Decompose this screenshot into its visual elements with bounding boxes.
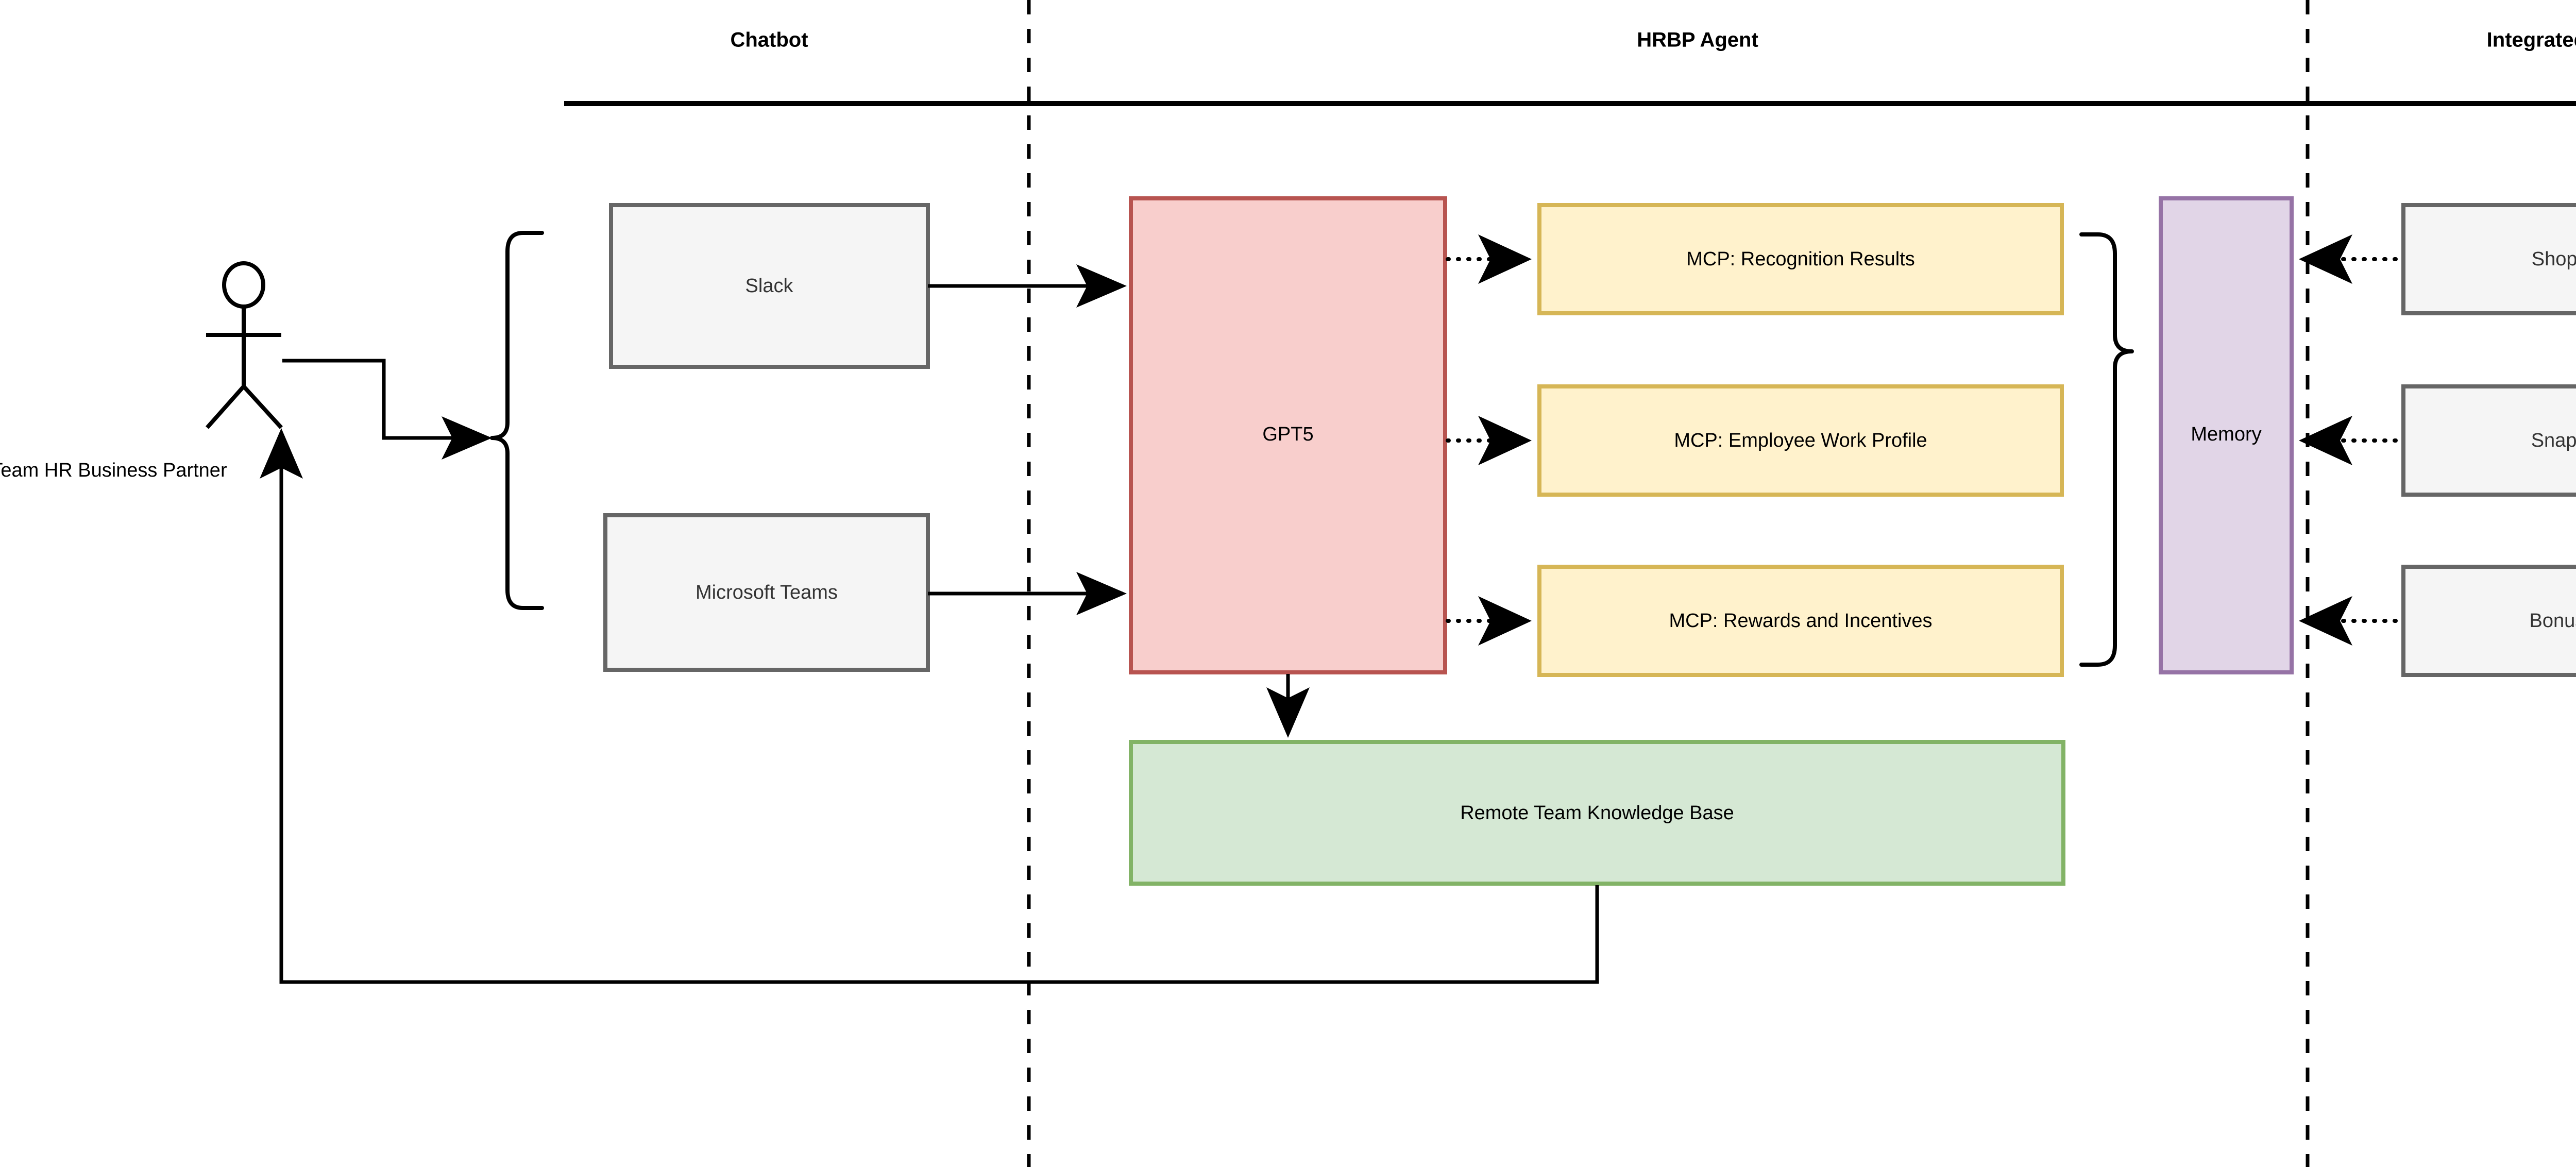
node-gpt5-label: GPT5 bbox=[1262, 424, 1313, 445]
node-microsoft-teams[interactable] bbox=[603, 513, 930, 672]
node-mcp-rewards-and-incentives-label: MCP: Rewards and Incentives bbox=[1669, 610, 1932, 632]
node-shopify-api-label: Shopify API bbox=[2532, 248, 2576, 270]
chatbot-group-brace bbox=[490, 231, 544, 610]
lane-title-integrated-platform: Integrated Platform bbox=[2487, 29, 2576, 52]
lane-title-chatbot: Chatbot bbox=[730, 29, 808, 52]
edge-knowledge-base-to-actor bbox=[260, 428, 1599, 984]
lane-title-hrbp-agent: HRBP Agent bbox=[1637, 29, 1758, 52]
node-memory-label: Memory bbox=[2191, 424, 2261, 445]
actor-label: Remote Team HR Business Partner bbox=[0, 460, 227, 481]
node-mcp-recognition-results-label: MCP: Recognition Results bbox=[1686, 248, 1915, 270]
node-mcp-employee-work-profile[interactable] bbox=[1537, 384, 2064, 497]
node-slack[interactable] bbox=[609, 203, 930, 369]
node-mcp-rewards-and-incentives[interactable] bbox=[1537, 565, 2064, 677]
actor-head-icon bbox=[222, 261, 265, 309]
node-microsoft-teams-label: Microsoft Teams bbox=[696, 582, 838, 603]
node-snappy-api[interactable] bbox=[2401, 384, 2576, 497]
node-bonusly-api-label: Bonusly API bbox=[2530, 610, 2576, 632]
node-snappy-api-label: Snappy API bbox=[2531, 430, 2576, 451]
node-mcp-employee-work-profile-label: MCP: Employee Work Profile bbox=[1674, 430, 1927, 451]
node-memory[interactable] bbox=[2159, 196, 2294, 674]
node-shopify-api[interactable] bbox=[2401, 203, 2576, 315]
node-remote-team-knowledge-base-label: Remote Team Knowledge Base bbox=[1460, 802, 1734, 824]
actor-leg-right bbox=[242, 385, 283, 429]
mcp-group-brace bbox=[2079, 232, 2134, 667]
actor-leg-left bbox=[206, 385, 245, 429]
node-slack-label: Slack bbox=[745, 275, 794, 297]
node-mcp-recognition-results[interactable] bbox=[1537, 203, 2064, 315]
edge-actor-to-chatbot bbox=[282, 359, 492, 460]
actor-stick-figure bbox=[206, 261, 283, 429]
node-gpt5[interactable] bbox=[1129, 196, 1447, 674]
node-bonusly-api[interactable] bbox=[2401, 565, 2576, 677]
node-remote-team-knowledge-base[interactable] bbox=[1129, 740, 2065, 886]
